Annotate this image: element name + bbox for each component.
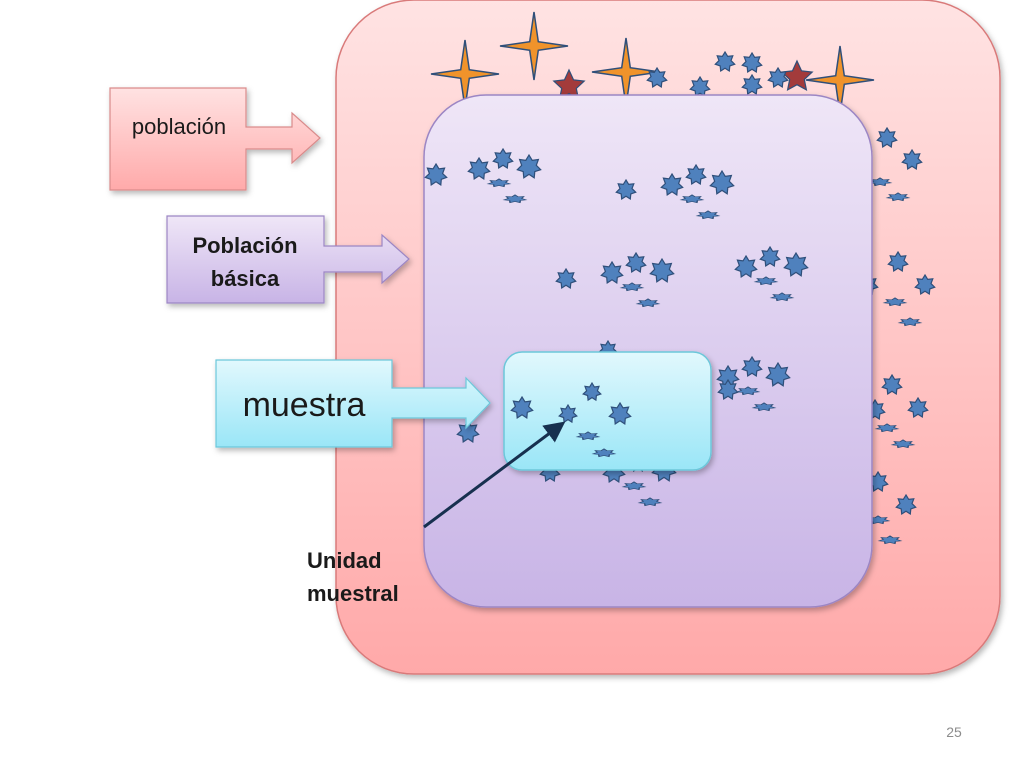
population-elements [430,11,936,545]
sampling-unit-label-line2: muestral [307,581,399,606]
sampling-unit-pointer [423,421,566,529]
slide-number: 25 [946,724,962,740]
blue-star-icon [558,403,578,424]
blue-star-icon [874,423,900,433]
blue-star-icon [890,439,916,449]
blue-star-icon [492,147,514,170]
blue-star-icon [741,355,763,378]
blue-star-icon [619,282,645,292]
blue-star-icon [486,178,512,188]
blue-star-icon [741,73,763,96]
blue-star-icon [608,401,632,425]
red-star-icon [552,68,586,101]
sampling-unit-label-line1: Unidad [307,548,382,573]
population-label-text: población [132,114,226,139]
blue-star-icon [510,395,534,419]
blue-star-icon [881,373,903,396]
blue-star-icon [753,276,779,286]
blue-star-icon [783,251,809,277]
blue-star-icon [759,245,781,268]
blue-star-icon [615,178,637,201]
population-label: población [109,87,321,191]
basic-population-region [423,94,873,608]
blue-star-icon [689,75,711,98]
orange-sparkle-icon [499,11,569,81]
blue-star-icon [649,257,675,283]
blue-star-icon [456,419,480,443]
blue-star-icon [695,210,721,220]
right-arrow-icon [166,215,410,304]
blue-star-icon [901,148,923,171]
sample-label: muestra [215,359,491,448]
right-arrow-icon [215,359,491,448]
blue-star-icon [741,51,763,74]
blue-star-icon [424,162,448,186]
blue-star-icon [767,66,789,89]
blue-star-icon [895,493,917,516]
blue-star-icon [637,497,663,507]
blue-star-icon [876,126,898,149]
blue-star-icon [625,251,647,274]
blue-star-icon [575,431,601,441]
blue-star-icon [679,194,705,204]
blue-star-icon [709,169,735,195]
blue-star-icon [502,194,528,204]
blue-star-icon [887,250,909,273]
blue-star-icon [735,386,761,396]
blue-star-icon [885,192,911,202]
blue-star-icon [467,156,491,180]
blue-star-icon [877,535,903,545]
blue-star-icon [621,481,647,491]
blue-star-icon [600,260,624,284]
sample-label-text: muestra [243,386,366,424]
blue-star-icon [897,317,923,327]
blue-star-icon [591,448,617,458]
blue-star-icon [516,153,542,179]
basic-population-label-line1: Población [192,233,297,258]
blue-star-icon [907,396,929,419]
sample-elements [510,381,632,458]
blue-star-icon [582,381,602,402]
basic-population-elements [424,147,809,507]
basic-population-label-line2: básica [211,266,280,291]
blue-star-icon [734,254,758,278]
basic-population-label: Población básica [166,215,410,304]
blue-star-icon [765,361,791,387]
blue-star-icon [717,378,739,401]
blue-star-icon [914,273,936,296]
right-arrow-icon [109,87,321,191]
blue-star-icon [751,402,777,412]
blue-star-icon [714,50,736,73]
blue-star-icon [685,163,707,186]
blue-star-icon [646,66,668,89]
blue-star-icon [555,267,577,290]
blue-star-icon [635,298,661,308]
blue-star-icon [882,297,908,307]
blue-star-icon [769,292,795,302]
blue-star-icon [660,172,684,196]
